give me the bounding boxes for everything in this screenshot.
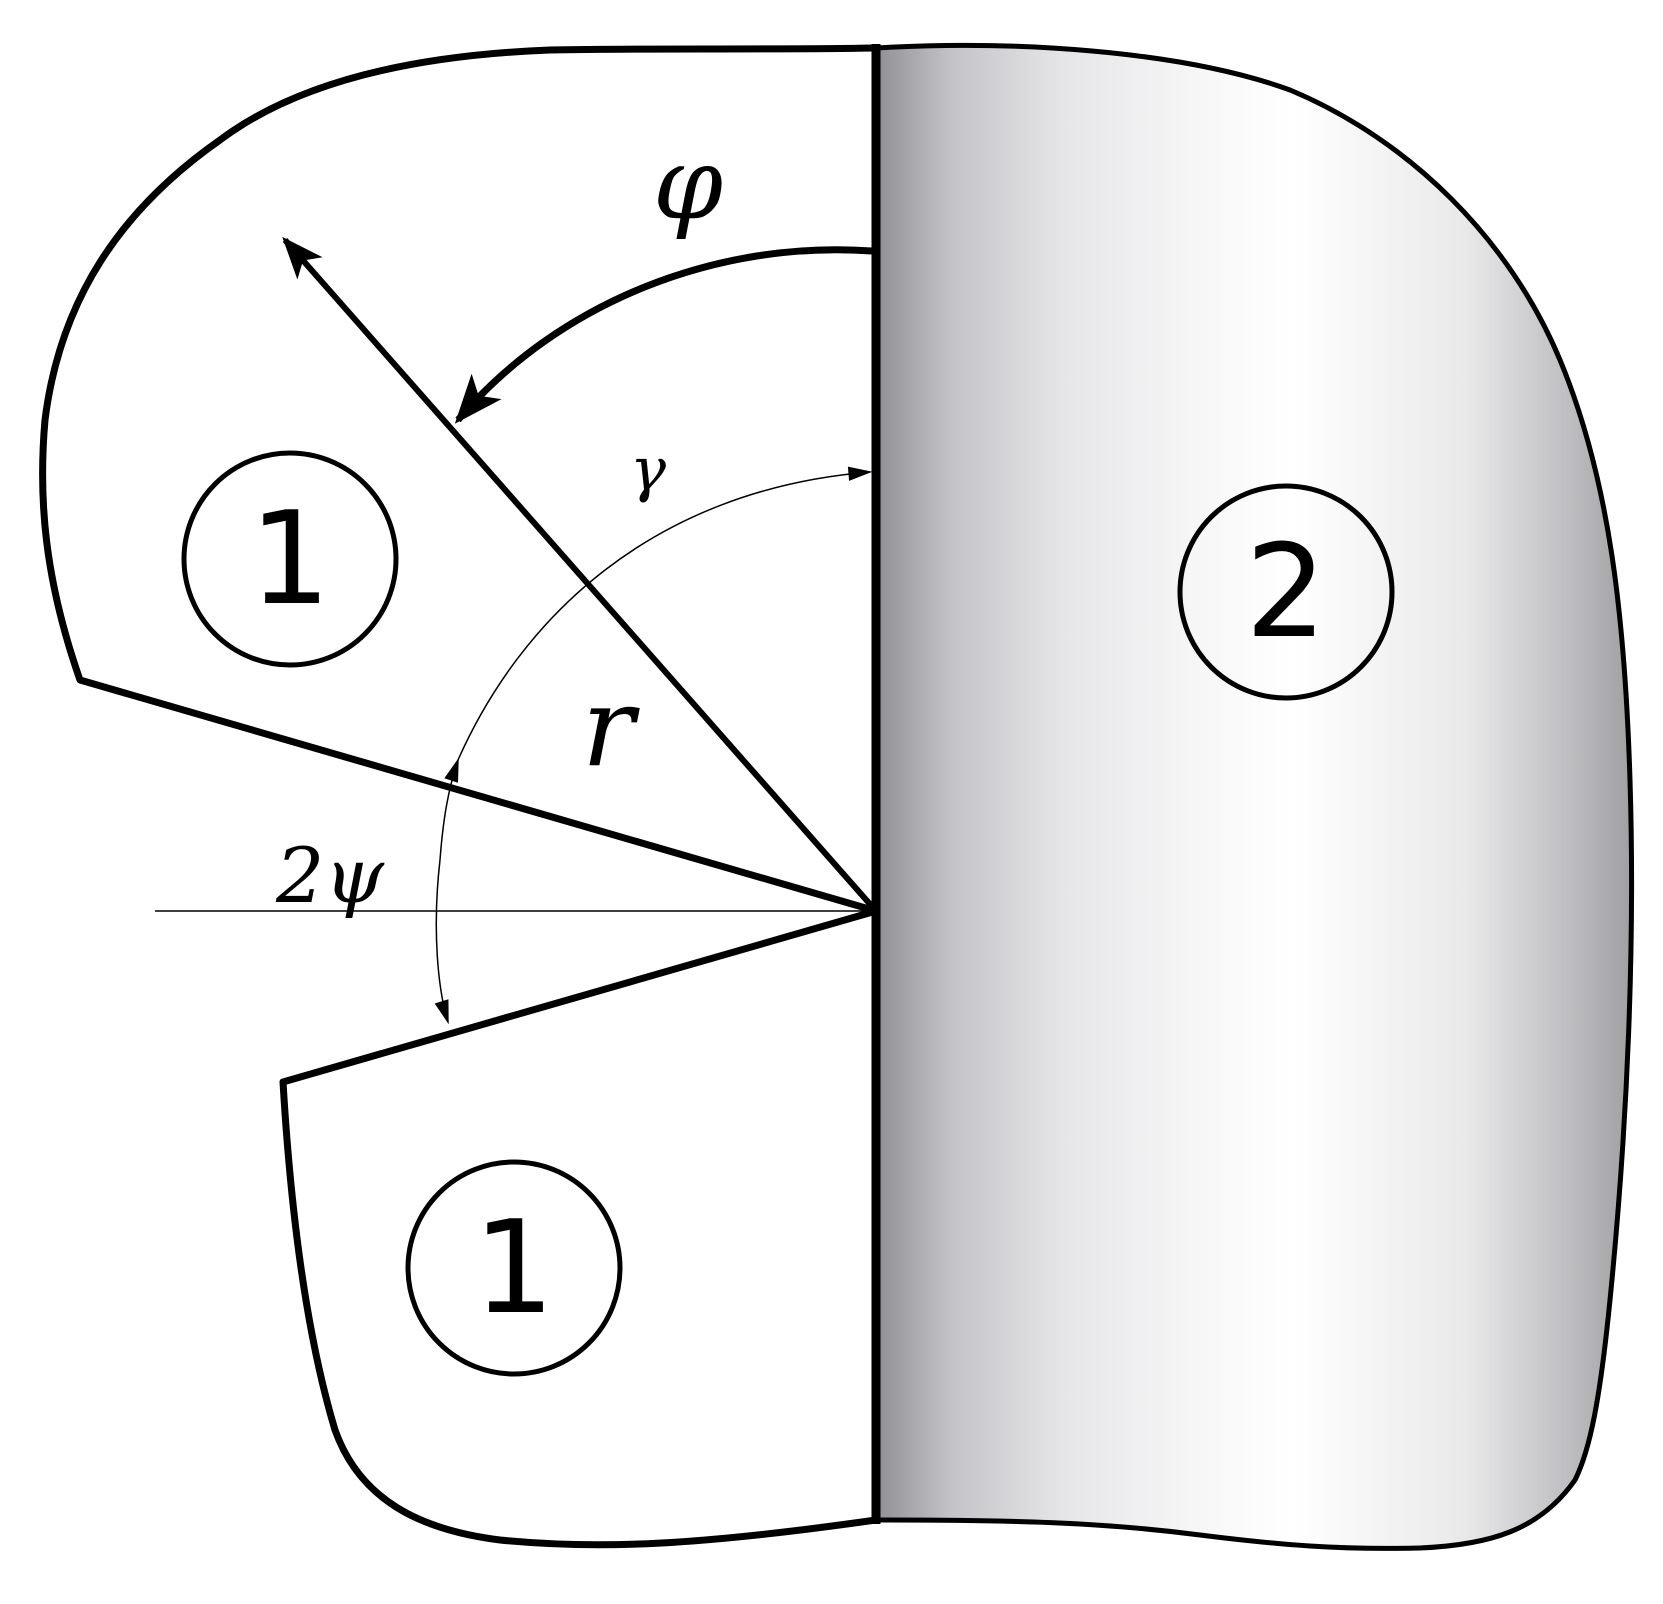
- radius-r-arrow: [282, 236, 879, 913]
- two-psi-arc: [434, 859, 449, 1025]
- region-1-lower-circle: [405, 1159, 623, 1377]
- phi-angle-arc: [454, 246, 873, 424]
- region-1-upper-label: 1: [249, 485, 330, 634]
- region-1-lower-label: 1: [473, 1194, 554, 1343]
- two-psi-label: 2ψ: [275, 831, 385, 920]
- gamma-angle-arc: [457, 466, 873, 761]
- phi-label: φ: [653, 125, 723, 242]
- two-psi-upper-arrow: [439, 757, 459, 861]
- gamma-label: γ: [630, 435, 666, 505]
- region-2-label: 2: [1245, 518, 1326, 667]
- r-label: r: [582, 663, 641, 791]
- region-2-circle: [1177, 483, 1395, 701]
- material-1-region: [39, 44, 880, 1549]
- region-1-upper-circle: [181, 450, 399, 668]
- material-2-region: [873, 42, 1635, 1551]
